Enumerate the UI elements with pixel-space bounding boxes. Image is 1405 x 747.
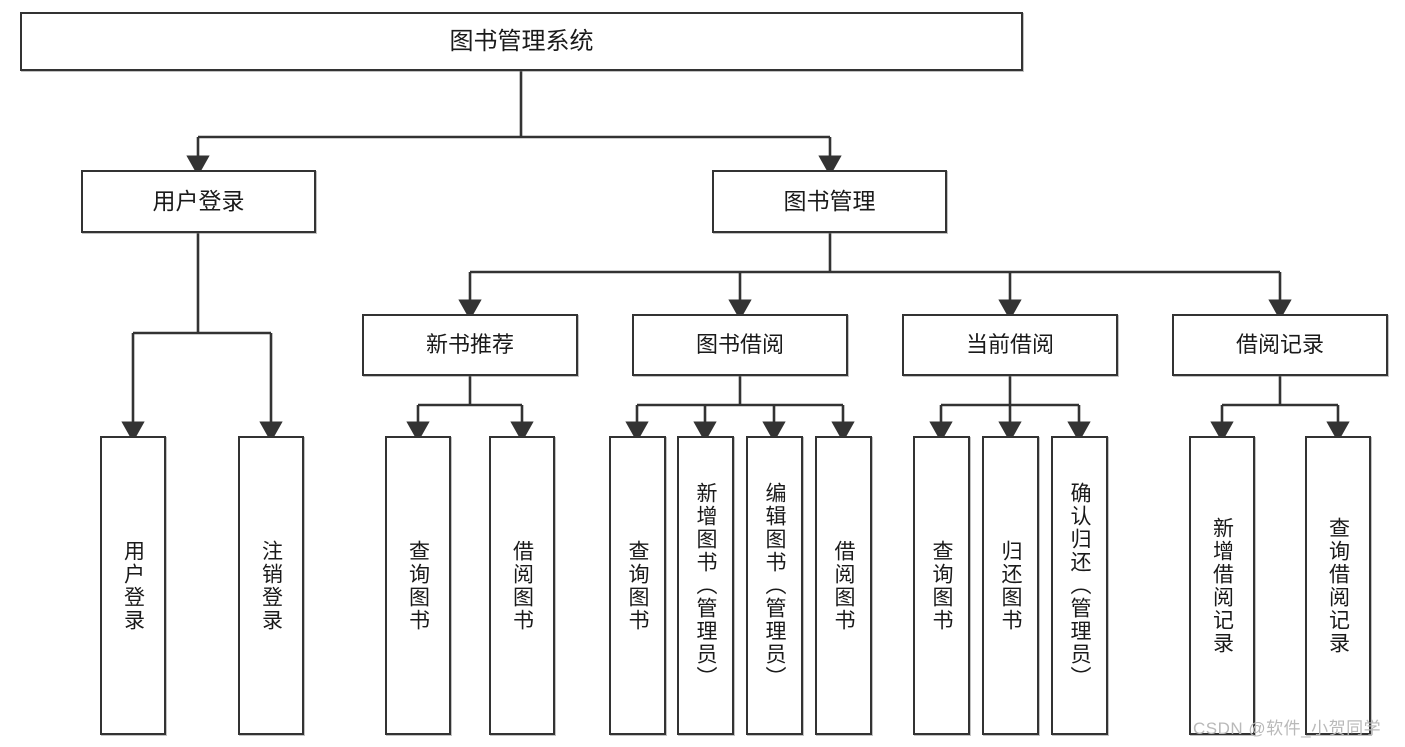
leaf-user-login-signout[interactable]: 注销登录 [238, 436, 304, 735]
node-new-book-recommend[interactable]: 新书推荐 [362, 314, 578, 376]
leaf-borrow-borrow-book[interactable]: 借阅图书 [815, 436, 872, 735]
node-label: 图书借阅 [695, 331, 784, 357]
leaf-current-confirm-return-admin[interactable]: 确认归还（管理员） [1051, 436, 1108, 735]
node-book-management[interactable]: 图书管理 [712, 170, 947, 233]
node-label: 注销登录 [259, 539, 283, 632]
node-label: 归还图书 [999, 539, 1022, 632]
node-label: 查询借阅记录 [1326, 516, 1350, 655]
node-label: 新增借阅记录 [1210, 516, 1234, 655]
node-label: 借阅图书 [510, 539, 534, 632]
node-label: 借阅图书 [832, 539, 855, 632]
leaf-record-query-record[interactable]: 查询借阅记录 [1305, 436, 1371, 735]
csdn-watermark: CSDN @软件_小贺同学 [1193, 719, 1382, 738]
leaf-recommend-borrow-book[interactable]: 借阅图书 [489, 436, 555, 735]
node-label: 确认归还（管理员） [1068, 482, 1091, 689]
leaf-borrow-query-book[interactable]: 查询图书 [609, 436, 666, 735]
node-label: 用户登录 [152, 188, 245, 215]
node-label: 编辑图书（管理员） [763, 482, 786, 689]
node-label: 查询图书 [930, 539, 953, 632]
node-label: 借阅记录 [1235, 331, 1324, 357]
node-book-borrow[interactable]: 图书借阅 [632, 314, 848, 376]
node-label: 新增图书（管理员） [694, 482, 717, 689]
leaf-current-return-book[interactable]: 归还图书 [982, 436, 1039, 735]
node-label: 用户登录 [121, 539, 145, 632]
node-label: 查询图书 [626, 539, 649, 632]
node-label: 当前借阅 [965, 331, 1054, 357]
leaf-borrow-edit-book-admin[interactable]: 编辑图书（管理员） [746, 436, 803, 735]
leaf-current-query-book[interactable]: 查询图书 [913, 436, 970, 735]
leaf-recommend-query-book[interactable]: 查询图书 [385, 436, 451, 735]
node-label: 新书推荐 [425, 331, 514, 357]
node-current-borrow[interactable]: 当前借阅 [902, 314, 1118, 376]
leaf-record-add-record[interactable]: 新增借阅记录 [1189, 436, 1255, 735]
node-user-login[interactable]: 用户登录 [81, 170, 316, 233]
node-label: 图书管理 [783, 188, 876, 215]
leaf-borrow-add-book-admin[interactable]: 新增图书（管理员） [677, 436, 734, 735]
node-label: 图书管理系统 [449, 27, 594, 55]
node-label: 查询图书 [406, 539, 430, 632]
node-borrow-record[interactable]: 借阅记录 [1172, 314, 1388, 376]
leaf-user-login-signin[interactable]: 用户登录 [100, 436, 166, 735]
node-root-system[interactable]: 图书管理系统 [20, 12, 1023, 71]
